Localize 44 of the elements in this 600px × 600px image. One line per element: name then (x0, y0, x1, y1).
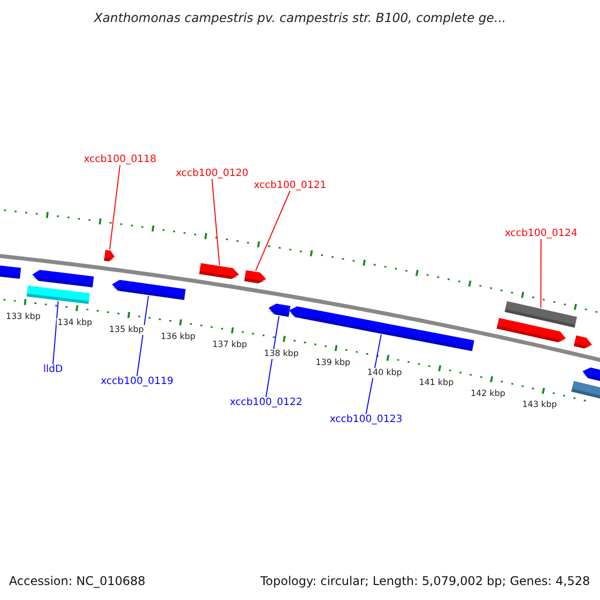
gene-feature (199, 263, 239, 279)
gene-label: xccb100_0119 (100, 376, 174, 387)
gene-bar (504, 301, 578, 328)
gene-feature (496, 318, 566, 342)
gene-feature (268, 304, 290, 317)
gene-label: xccb100_0124 (504, 228, 578, 239)
leader-line (366, 334, 382, 414)
leader-line (136, 295, 149, 376)
scale-label: 142 kbp (470, 388, 506, 399)
leader-line (266, 316, 280, 398)
leader-line (255, 190, 290, 272)
gene-bar (26, 286, 90, 304)
gene-label: xccb100_0123 (328, 414, 404, 425)
gene-label: xccb100_0118 (82, 154, 158, 165)
gene-label: xccb100_0121 (252, 180, 328, 191)
scale-label: 134 kbp (56, 318, 94, 328)
scale-label: 140 kbp (366, 368, 403, 378)
gene-feature (104, 250, 115, 262)
title: Xanthomonas campestris pv. campestris str. B100, complete ge... (92, 10, 508, 25)
gene-label: lldD (42, 364, 64, 375)
gene-label: xccb100_0120 (174, 168, 250, 179)
scale-label: 141 kbp (418, 378, 455, 388)
gene-feature (582, 368, 600, 384)
gene-bar (0, 264, 21, 279)
scale-label: 143 kbp (521, 400, 558, 410)
scale-label: 133 kbp (4, 312, 42, 322)
gene-feature (288, 306, 474, 352)
leader-line (212, 178, 220, 266)
scale-label: 139 kbp (314, 358, 352, 368)
gene-feature (574, 335, 592, 348)
scale-label: 137 kbp (211, 340, 248, 350)
gene-feature (32, 270, 94, 288)
leader-line (109, 164, 120, 250)
scale-label: 136 kbp (160, 332, 196, 342)
scale-label: 135 kbp (108, 324, 145, 335)
gene-bar (571, 380, 600, 400)
leader-line (52, 300, 59, 364)
genome-summary: Topology: circular; Length: 5,079,002 bp; Genes: 4,528 (260, 574, 590, 588)
scale-label: 138 kbp (263, 348, 300, 359)
gene-feature (244, 270, 266, 284)
accession-text: Accession: NC_010688 (9, 574, 146, 588)
leader-line (540, 238, 542, 308)
gene-label: xccb100_0122 (228, 397, 304, 408)
gene-feature (112, 280, 186, 300)
